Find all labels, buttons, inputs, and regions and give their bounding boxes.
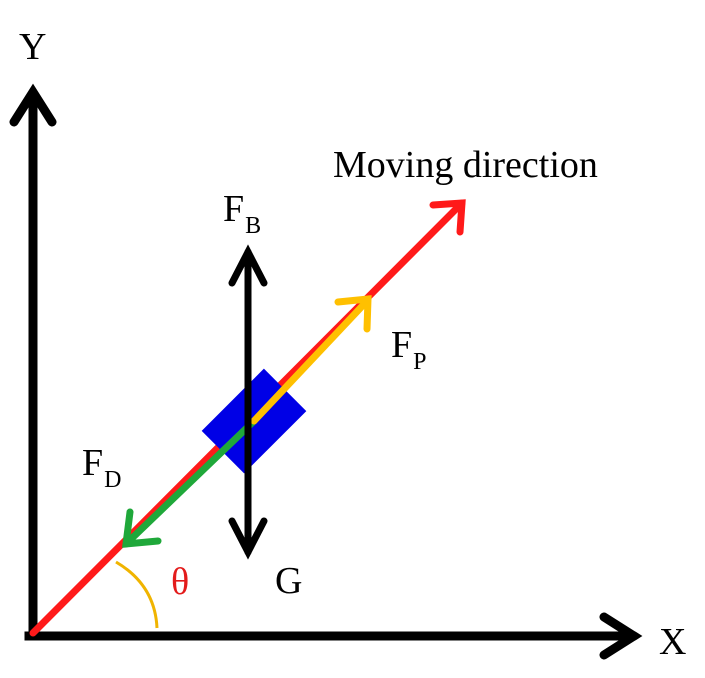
x-axis-arrowhead: [599, 612, 643, 660]
propulsion-force-line: [250, 297, 371, 425]
angle-arc: [115, 560, 159, 629]
angle-theta-label: θ: [171, 561, 190, 603]
drag-force-label: FD: [82, 442, 121, 492]
buoyancy-force-subscript: B: [245, 213, 262, 239]
propulsion-force-symbol: F: [391, 324, 413, 366]
y-axis-label: Y: [19, 26, 47, 68]
y-axis-arrowhead: [9, 83, 57, 127]
x-axis-label: X: [659, 621, 687, 663]
gravity-force-arrowhead: [228, 517, 268, 560]
moving-direction-label: Moving direction: [333, 144, 598, 186]
drag-force-arrowhead: [121, 508, 162, 548]
buoyancy-force-label: FB: [223, 188, 261, 238]
propulsion-force-subscript: P: [413, 349, 427, 375]
drag-force-subscript: D: [104, 467, 122, 493]
drag-force-line: [124, 417, 258, 546]
gravity-force-label: G: [275, 560, 303, 602]
moving-direction-arrowhead: [429, 199, 466, 236]
propulsion-force-label: FP: [391, 324, 427, 374]
propulsion-force-arrowhead: [334, 295, 372, 333]
buoyancy-force-arrowhead: [228, 244, 268, 287]
buoyancy-force-symbol: F: [223, 188, 245, 230]
drag-force-symbol: F: [82, 442, 104, 484]
